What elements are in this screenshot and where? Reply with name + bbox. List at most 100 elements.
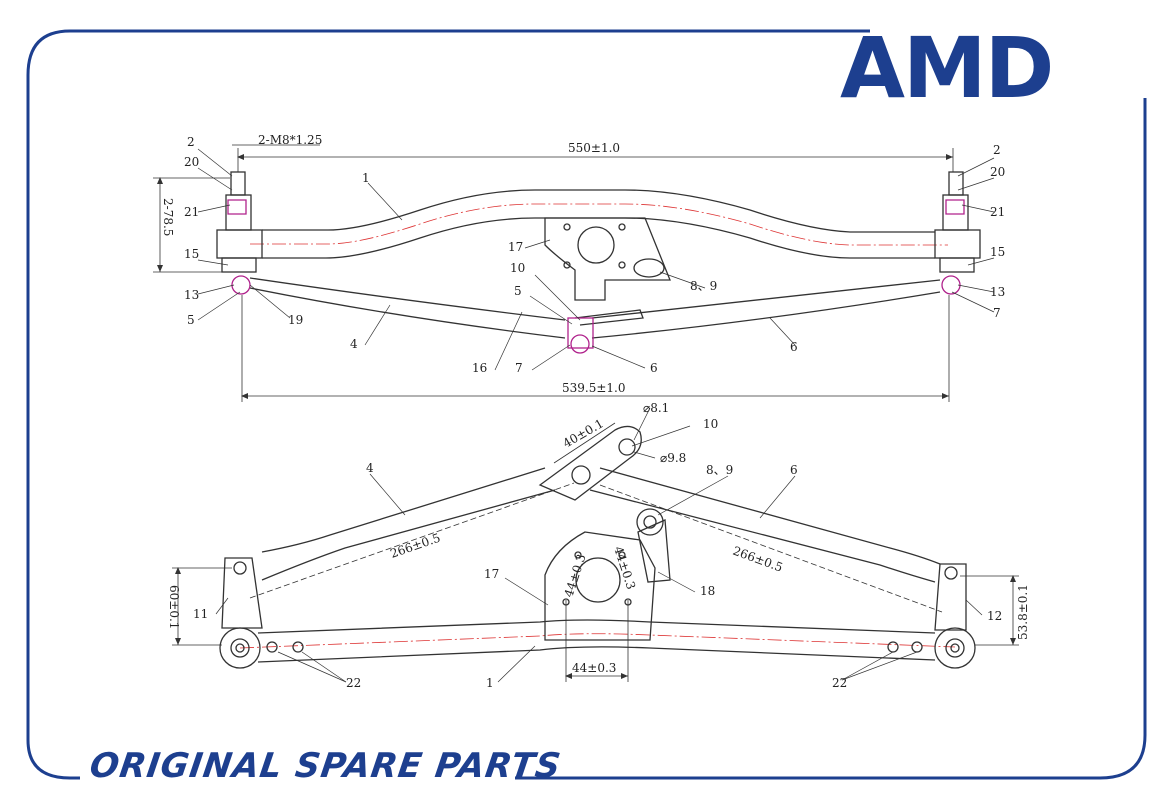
callout-6-mid: 6 — [650, 361, 658, 375]
motor-bracket-front — [544, 531, 656, 641]
right-hub-inner — [945, 638, 965, 658]
callout-8-9: 8、9 — [690, 279, 717, 293]
center-ball — [570, 334, 590, 354]
callout-5-left: 5 — [187, 313, 195, 327]
width-bottom-dimension: 539.5±1.0 — [562, 381, 626, 395]
callout-6-front: 6 — [790, 463, 798, 477]
page-frame — [26, 29, 1147, 780]
callout-7-right: 7 — [993, 306, 1001, 320]
callout-10: 10 — [510, 261, 525, 275]
diameter-8-1: ⌀8.1 — [643, 401, 669, 415]
motor-bracket-bolt — [563, 223, 571, 231]
drive-link-right-front — [589, 467, 941, 583]
logo-text: AMD — [840, 19, 1052, 117]
height-left-front-dimension: 60±0.1 — [167, 585, 181, 629]
right-hub-outer — [934, 627, 976, 669]
rubber-bushing — [633, 258, 665, 278]
drive-link-left — [249, 277, 566, 339]
crank-arm-front — [538, 425, 642, 501]
motor-bracket-bolt — [618, 261, 626, 269]
callout-20-left: 20 — [184, 155, 199, 169]
callout-15-left: 15 — [184, 247, 199, 261]
bottom-view — [219, 425, 976, 669]
main-tube-centerline — [250, 203, 948, 246]
callout-15-right: 15 — [990, 245, 1005, 259]
callout-7-mid: 7 — [515, 361, 523, 375]
crank-pivot — [571, 465, 591, 485]
drive-link-left-front — [261, 467, 556, 581]
left-ball-joint — [231, 275, 251, 295]
crank-arm — [574, 309, 644, 326]
right-ball-joint — [941, 275, 961, 295]
motor-bracket-front-bolt — [618, 551, 626, 559]
motor-bracket — [544, 217, 671, 301]
callout-13-left: 13 — [184, 288, 199, 302]
width-top-dimension: 550±1.0 — [568, 141, 620, 155]
bottom-view-dimensions — [172, 422, 1019, 682]
footer-slogan: ORIGINAL SPARE PARTS — [87, 746, 564, 786]
right-pivot-seal — [945, 199, 965, 215]
main-tube-front — [257, 619, 936, 663]
callout-12: 12 — [987, 609, 1002, 623]
top-view-labels: 2-M8*1.25 550±1.0 539.5±1.0 2-78.5 2 20 … — [161, 133, 1005, 395]
callout-6: 6 — [790, 340, 798, 354]
left-hub-core — [235, 643, 245, 653]
top-view-dimensions — [153, 144, 954, 402]
main-tube — [262, 189, 935, 259]
left-crank-pin — [233, 561, 247, 575]
callout-2-right: 2 — [993, 143, 1001, 157]
right-pivot-housing — [934, 229, 981, 259]
callout-11: 11 — [193, 607, 208, 621]
callout-20-right: 20 — [990, 165, 1005, 179]
bolt-left-dimension: 44±0.3 — [562, 552, 589, 599]
callout-13-right: 13 — [990, 285, 1005, 299]
amd-logo: AMD — [840, 19, 1054, 117]
callout-16: 16 — [472, 361, 487, 375]
bushing-outer — [636, 508, 664, 536]
left-link-length-dimension: 266±0.5 — [388, 531, 442, 561]
callout-10-front: 10 — [703, 417, 718, 431]
callout-1-front: 1 — [486, 676, 494, 690]
crank-eye — [618, 438, 636, 456]
left-pivot-cap — [221, 257, 257, 273]
callout-4: 4 — [350, 337, 358, 351]
bolt-span-dimension: 44±0.3 — [572, 661, 616, 675]
callout-22-right: 22 — [832, 676, 847, 690]
height-right-front-dimension: 53.8±0.1 — [1016, 584, 1030, 640]
bushing-inner — [643, 515, 657, 529]
callout-17-front: 17 — [484, 567, 499, 581]
bolt-right-dimension: 44±0.3 — [611, 545, 638, 592]
right-hub-core — [950, 643, 960, 653]
right-pivot-shaft — [948, 171, 964, 196]
callout-2-left: 2 — [187, 135, 195, 149]
left-hub-inner — [230, 638, 250, 658]
callout-21-left: 21 — [184, 205, 199, 219]
callout-1: 1 — [362, 171, 370, 185]
callout-17: 17 — [508, 240, 523, 254]
rivet-hole — [292, 641, 304, 653]
callout-5-mid: 5 — [514, 284, 522, 298]
height-left-dimension: 2-78.5 — [161, 198, 175, 236]
top-view-leaders — [197, 148, 995, 371]
left-crank-plate — [221, 557, 263, 629]
center-ball-joint — [567, 317, 594, 349]
right-link-length-dimension: 266±0.5 — [731, 544, 785, 575]
bushing-bracket-18 — [637, 519, 671, 583]
callout-8-9-front: 8、9 — [706, 463, 733, 477]
rivet-hole — [911, 641, 923, 653]
right-pivot-cap — [939, 257, 975, 273]
diameter-9-8: ⌀9.8 — [660, 451, 686, 465]
callout-21-right: 21 — [990, 205, 1005, 219]
right-crank-plate — [934, 563, 967, 631]
rivet-hole — [266, 641, 278, 653]
callout-19: 19 — [288, 313, 303, 327]
motor-bracket-front-hole — [575, 557, 621, 603]
bottom-view-leaders — [215, 407, 983, 683]
left-pivot-seal — [227, 199, 247, 215]
callout-18: 18 — [700, 584, 715, 598]
top-view — [216, 171, 981, 354]
motor-bracket-bolt — [563, 261, 571, 269]
motor-bracket-bolt — [618, 223, 626, 231]
right-crank-pin — [944, 566, 958, 580]
